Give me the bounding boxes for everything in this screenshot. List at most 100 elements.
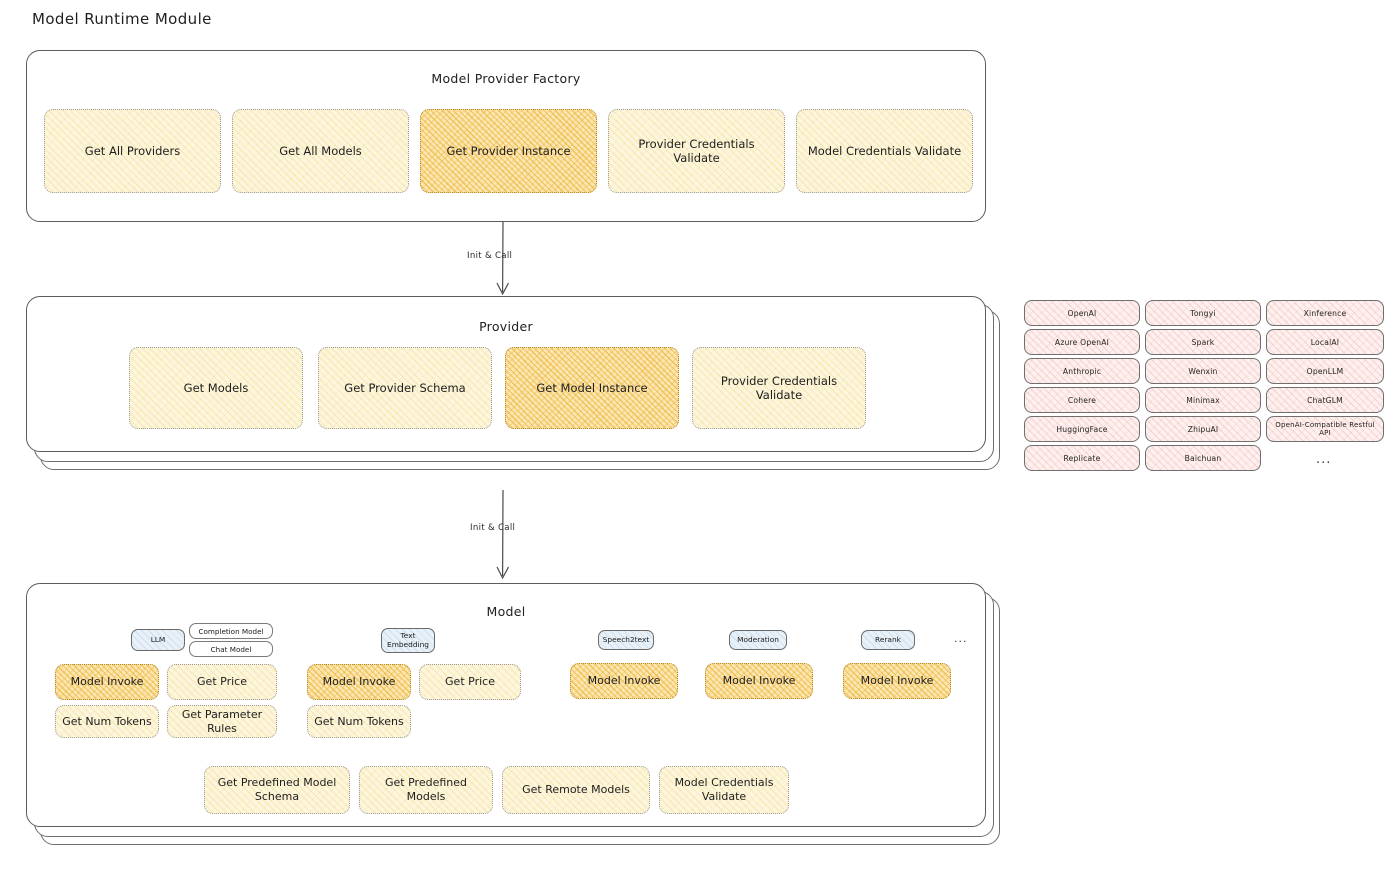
fbox-get-predefined-model-schema[interactable]: Get Predefined Model Schema — [204, 766, 350, 814]
fbox-rerank-model-invoke[interactable]: Model Invoke — [843, 663, 951, 699]
provider-pill-cohere[interactable]: Cohere — [1024, 387, 1140, 413]
fbox-get-provider-instance[interactable]: Get Provider Instance — [420, 109, 597, 193]
provider-pill-openai-compatible[interactable]: OpenAI-Compatible Restful API — [1266, 416, 1384, 442]
pill-label: Xinference — [1303, 308, 1347, 318]
model-type-badge-text-embedding[interactable]: Text Embedding — [381, 628, 435, 653]
fbox-provider-credentials-validate-2[interactable]: Provider Credentials Validate — [692, 347, 866, 429]
fbox-moderation-model-invoke[interactable]: Model Invoke — [705, 663, 813, 699]
fbox-get-remote-models[interactable]: Get Remote Models — [502, 766, 650, 814]
pill-label: Cohere — [1067, 395, 1097, 405]
model-type-badge-moderation[interactable]: Moderation — [729, 630, 787, 650]
fbox-speech2text-model-invoke[interactable]: Model Invoke — [570, 663, 678, 699]
model-provider-factory-title: Model Provider Factory — [431, 71, 581, 86]
pill-label: Baichuan — [1184, 453, 1222, 463]
fbox-embedding-model-invoke[interactable]: Model Invoke — [307, 664, 411, 700]
provider-pill-minimax[interactable]: Minimax — [1145, 387, 1261, 413]
provider-pill-tongyi[interactable]: Tongyi — [1145, 300, 1261, 326]
fbox-llm-get-parameter-rules[interactable]: Get Parameter Rules — [167, 705, 277, 738]
fbox-label: Get Predefined Model Schema — [217, 776, 337, 803]
badge-label: Speech2text — [602, 634, 650, 644]
model-subtype-chat-model[interactable]: Chat Model — [189, 641, 273, 657]
fbox-embedding-get-num-tokens[interactable]: Get Num Tokens — [307, 705, 411, 738]
provider-pill-xinference[interactable]: Xinference — [1266, 300, 1384, 326]
fbox-get-provider-schema[interactable]: Get Provider Schema — [318, 347, 492, 429]
fbox-llm-model-invoke[interactable]: Model Invoke — [55, 664, 159, 700]
provider-pill-anthropic[interactable]: Anthropic — [1024, 358, 1140, 384]
pill-label: Wenxin — [1188, 366, 1218, 376]
pill-label: HuggingFace — [1056, 424, 1108, 434]
fbox-provider-credentials-validate[interactable]: Provider Credentials Validate — [608, 109, 785, 193]
model-type-badge-llm[interactable]: LLM — [131, 629, 185, 651]
subbadge-label: Completion Model — [198, 626, 264, 636]
fbox-model-credentials-validate[interactable]: Model Credentials Validate — [796, 109, 973, 193]
fbox-label: Provider Credentials Validate — [638, 136, 755, 165]
arrow-provider-to-model: Init & Call — [470, 489, 560, 580]
provider-pill-wenxin[interactable]: Wenxin — [1145, 358, 1261, 384]
fbox-label: Get Predefined Models — [385, 776, 467, 803]
fbox-label: Get All Models — [279, 143, 362, 158]
provider-pill-localai[interactable]: LocalAI — [1266, 329, 1384, 355]
badge-label: Text Embedding — [387, 630, 429, 649]
provider-pill-replicate[interactable]: Replicate — [1024, 445, 1140, 471]
fbox-llm-get-num-tokens[interactable]: Get Num Tokens — [55, 705, 159, 738]
model-subtype-completion-model[interactable]: Completion Model — [189, 623, 273, 639]
fbox-label: Get Provider Schema — [344, 380, 466, 395]
model-provider-factory-panel: Model Provider Factory Get All Providers… — [26, 50, 986, 222]
fbox-label: Model Invoke — [587, 674, 661, 688]
provider-pill-azure-openai[interactable]: Azure OpenAI — [1024, 329, 1140, 355]
fbox-label: Get Num Tokens — [62, 714, 152, 728]
provider-pill-chatglm[interactable]: ChatGLM — [1266, 387, 1384, 413]
model-type-badge-rerank[interactable]: Rerank — [861, 630, 915, 650]
provider-list: OpenAI Azure OpenAI Anthropic Cohere Hug… — [1024, 300, 1384, 480]
fbox-label: Get Num Tokens — [314, 714, 404, 728]
fbox-label: Model Invoke — [860, 674, 934, 688]
model-panel: Model LLM Completion Model Chat Model Mo… — [26, 583, 986, 827]
fbox-get-all-providers[interactable]: Get All Providers — [44, 109, 221, 193]
subbadge-label: Chat Model — [210, 644, 252, 654]
model-type-badge-speech2text[interactable]: Speech2text — [598, 630, 654, 650]
fbox-label: Model Credentials Validate — [807, 143, 962, 158]
pill-label: Spark — [1191, 337, 1215, 347]
fbox-embedding-get-price[interactable]: Get Price — [419, 664, 521, 700]
provider-pill-spark[interactable]: Spark — [1145, 329, 1261, 355]
provider-pill-huggingface[interactable]: HuggingFace — [1024, 416, 1140, 442]
provider-pill-openai[interactable]: OpenAI — [1024, 300, 1140, 326]
arrow-label: Init & Call — [467, 251, 513, 261]
fbox-label: Model Invoke — [70, 675, 144, 689]
fbox-label: Get Remote Models — [522, 783, 630, 797]
arrow-label: Init & Call — [470, 523, 516, 533]
badge-label: LLM — [150, 634, 166, 644]
pill-label: OpenLLM — [1306, 366, 1344, 376]
badge-label: Rerank — [875, 634, 901, 644]
badge-label: Moderation — [737, 634, 779, 644]
provider-pill-openllm[interactable]: OpenLLM — [1266, 358, 1384, 384]
fbox-label: Get Provider Instance — [446, 143, 571, 158]
page-title: Model Runtime Module — [32, 10, 212, 28]
fbox-label: Get Price — [197, 675, 247, 689]
fbox-llm-get-price[interactable]: Get Price — [167, 664, 277, 700]
provider-pill-baichuan[interactable]: Baichuan — [1145, 445, 1261, 471]
pill-label: ZhipuAI — [1187, 424, 1219, 434]
fbox-label: Get Price — [445, 675, 495, 689]
provider-title: Provider — [479, 319, 533, 334]
pill-label: ChatGLM — [1307, 395, 1343, 405]
fbox-label: Get Parameter Rules — [181, 707, 263, 735]
pill-label: LocalAI — [1310, 337, 1340, 347]
pill-label: Anthropic — [1062, 366, 1102, 376]
pill-label: Tongyi — [1190, 308, 1216, 318]
arrow-icon — [496, 489, 510, 580]
fbox-model-credentials-validate-3[interactable]: Model Credentials Validate — [659, 766, 789, 814]
fbox-label: Model Credentials Validate — [674, 776, 774, 803]
fbox-get-predefined-models[interactable]: Get Predefined Models — [359, 766, 493, 814]
pill-label: Azure OpenAI — [1054, 337, 1110, 347]
fbox-get-all-models[interactable]: Get All Models — [232, 109, 409, 193]
arrow-icon — [496, 221, 510, 296]
provider-panel: Provider Get Models Get Provider Schema … — [26, 296, 986, 452]
model-types-more: ... — [954, 632, 968, 645]
provider-pill-zhipuai[interactable]: ZhipuAI — [1145, 416, 1261, 442]
provider-list-more: ... — [1316, 452, 1332, 467]
pill-label: OpenAI-Compatible Restful API — [1275, 421, 1375, 437]
fbox-get-model-instance[interactable]: Get Model Instance — [505, 347, 679, 429]
pill-label: OpenAI — [1067, 308, 1097, 318]
fbox-get-models[interactable]: Get Models — [129, 347, 303, 429]
